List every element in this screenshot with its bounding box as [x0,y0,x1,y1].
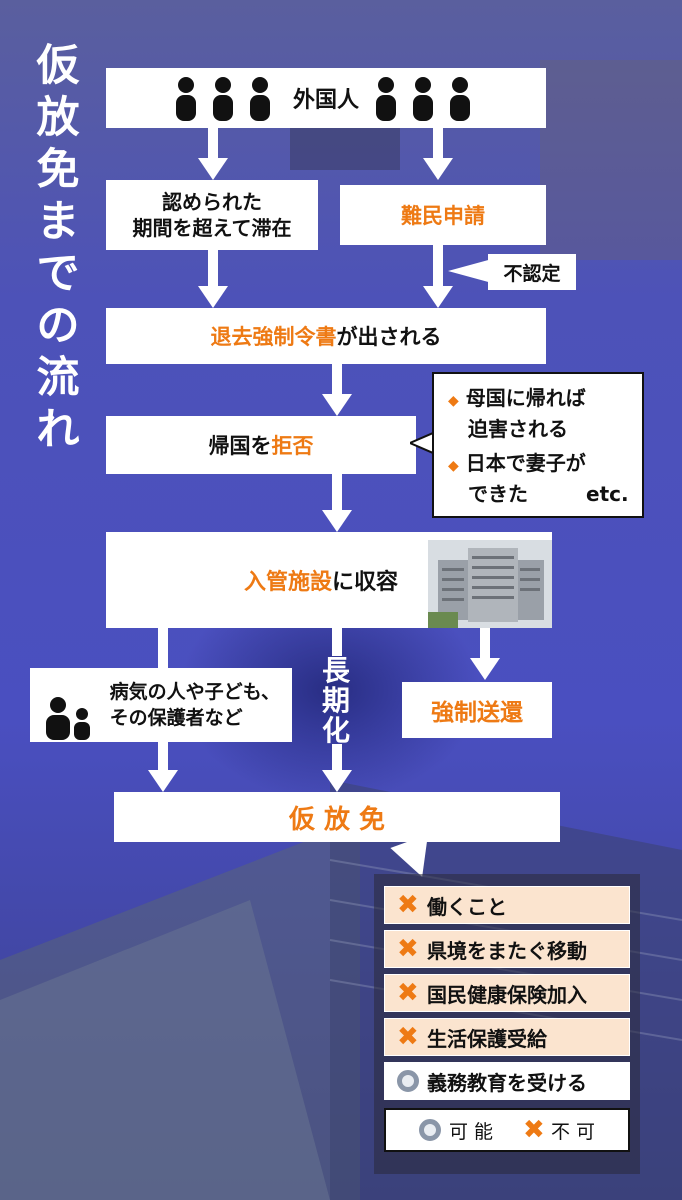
node-provisional-release: 仮 放 免 [114,792,560,842]
arrow-down [423,128,453,180]
parent-child-icon [46,697,90,740]
arrow-down [322,744,352,792]
cross-icon: ✖ [523,1115,545,1145]
node-foreigner: 外国人 [106,68,546,128]
node-overstay: 認められた 期間を超えて滞在 [106,180,318,250]
restriction-travel: ✖県境をまたぐ移動 [384,930,630,968]
restriction-welfare: ✖生活保護受給 [384,1018,630,1056]
arrow-line [158,628,168,670]
arrow-down [198,250,228,308]
page-title: 仮放免までの流れ [36,41,80,455]
node-deportation-order: 退去強制令書が出される [106,308,546,364]
arrow-down [198,128,228,180]
circle-icon [418,1119,441,1141]
node-refugee-application: 難民申請 [340,185,546,245]
node-not-recognized: 不認定 [488,254,576,290]
legend-possible: 可 能 [448,1120,493,1143]
cross-icon: ✖ [397,1022,419,1052]
arrow-down [470,628,500,680]
arrow-line [332,628,342,656]
legend: 可 能 ✖ 不 可 [384,1108,630,1152]
foreigner-label: 外国人 [292,88,359,113]
callout-pointer [390,840,428,877]
restriction-insurance: ✖国民健康保険加入 [384,974,630,1012]
cross-icon: ✖ [397,890,419,920]
legend-impossible: 不 可 [551,1120,596,1143]
people-icon [175,77,270,121]
people-icon [376,77,470,121]
node-forced-return: 強制送還 [402,682,552,738]
long-term-label: 長期化 [321,654,350,747]
arrow-down [423,245,453,308]
allowed-education: 義務教育を受ける [384,1062,630,1100]
callout-pointer [448,259,492,283]
arrow-down [148,742,178,792]
circle-icon [397,1070,419,1092]
node-refuse-return: 帰国を拒否 [106,416,416,474]
restriction-work: ✖働くこと [384,886,630,924]
detention-building-photo [428,540,552,628]
arrow-down [322,474,352,532]
node-sick-children: 病気の人や子ども、 その保護者など [30,668,292,742]
cross-icon: ✖ [397,978,419,1008]
cross-icon: ✖ [397,934,419,964]
arrow-down [322,364,352,416]
restriction-list: ✖働くこと ✖県境をまたぐ移動 ✖国民健康保険加入 ✖生活保護受給 義務教育を受… [384,886,630,1152]
